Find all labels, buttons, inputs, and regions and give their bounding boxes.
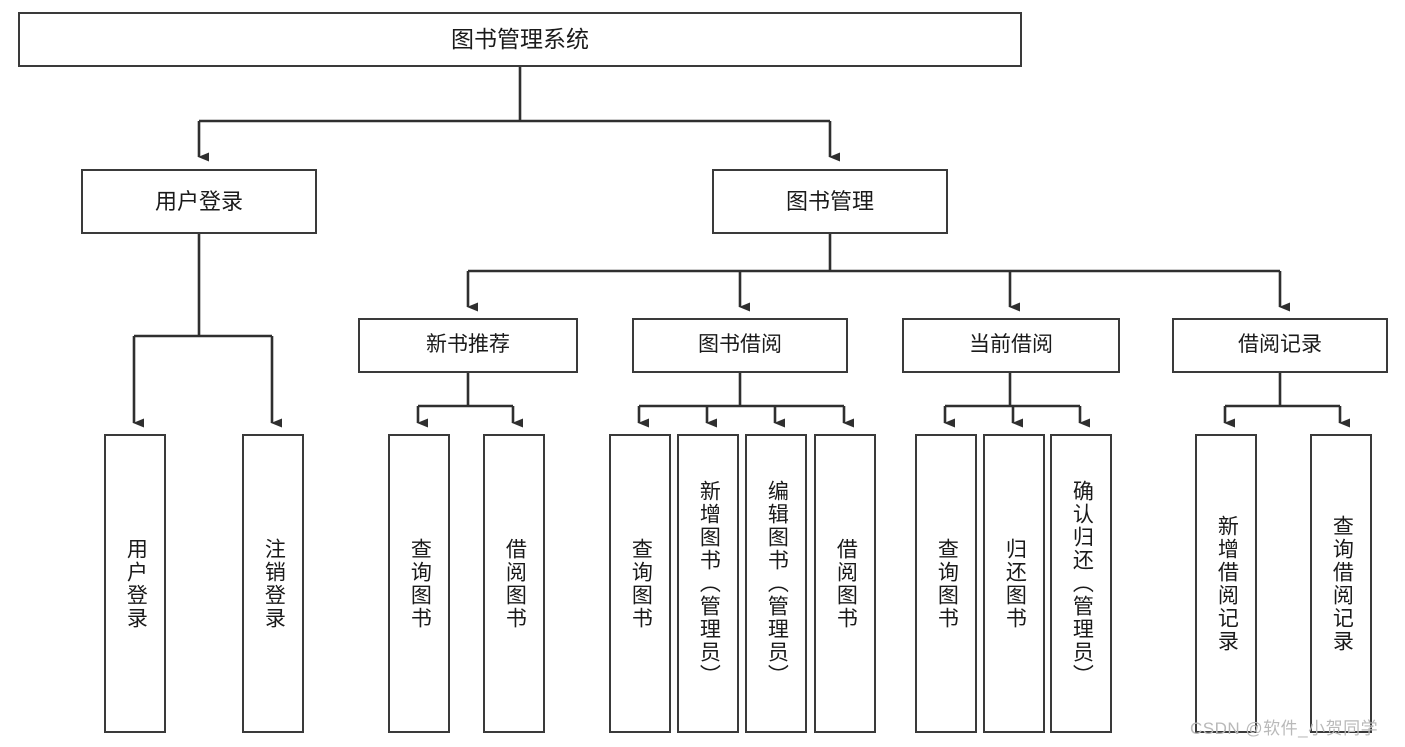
- node-user-login[interactable]: 用户登录: [81, 169, 317, 234]
- node-leaf-query-book-2-label: 查询图书: [629, 537, 653, 630]
- node-leaf-add-record-label: 新增借阅记录: [1215, 514, 1239, 653]
- watermark: CSDN @软件_小贺同学: [1190, 719, 1379, 738]
- node-leaf-query-record-label: 查询借阅记录: [1330, 514, 1354, 653]
- node-leaf-edit-book[interactable]: 编辑图书（管理员）: [745, 434, 807, 733]
- node-borrow-record-label: 借阅记录: [1238, 333, 1322, 357]
- node-leaf-query-record[interactable]: 查询借阅记录: [1310, 434, 1372, 733]
- node-leaf-confirm-return[interactable]: 确认归还（管理员）: [1050, 434, 1112, 733]
- node-leaf-edit-book-label: 编辑图书（管理员）: [765, 480, 789, 687]
- node-leaf-query-book-3-label: 查询图书: [935, 537, 959, 630]
- node-book-borrow-label: 图书借阅: [698, 333, 782, 357]
- node-leaf-add-record[interactable]: 新增借阅记录: [1195, 434, 1257, 733]
- node-leaf-confirm-return-label: 确认归还（管理员）: [1070, 480, 1094, 687]
- node-leaf-logout-login-label: 注销登录: [262, 537, 286, 630]
- node-user-login-label: 用户登录: [154, 188, 243, 214]
- node-leaf-query-book-3[interactable]: 查询图书: [915, 434, 977, 733]
- node-leaf-return-book-label: 归还图书: [1003, 537, 1027, 630]
- node-leaf-user-login-label: 用户登录: [124, 537, 148, 630]
- node-leaf-user-login[interactable]: 用户登录: [104, 434, 166, 733]
- node-current-borrow[interactable]: 当前借阅: [902, 318, 1120, 373]
- node-leaf-borrow-book-2[interactable]: 借阅图书: [814, 434, 876, 733]
- node-book-manage[interactable]: 图书管理: [712, 169, 948, 234]
- node-leaf-query-book-2[interactable]: 查询图书: [609, 434, 671, 733]
- node-root-label: 图书管理系统: [451, 25, 589, 52]
- node-leaf-query-book-1[interactable]: 查询图书: [388, 434, 450, 733]
- node-borrow-record[interactable]: 借阅记录: [1172, 318, 1388, 373]
- node-leaf-query-book-1-label: 查询图书: [408, 537, 432, 630]
- node-leaf-logout-login[interactable]: 注销登录: [242, 434, 304, 733]
- node-new-book-recommend-label: 新书推荐: [426, 333, 510, 357]
- node-leaf-borrow-book-1-label: 借阅图书: [503, 537, 527, 630]
- node-leaf-add-book-label: 新增图书（管理员）: [697, 480, 721, 687]
- node-leaf-borrow-book-2-label: 借阅图书: [834, 537, 858, 630]
- node-book-borrow[interactable]: 图书借阅: [632, 318, 848, 373]
- node-leaf-add-book[interactable]: 新增图书（管理员）: [677, 434, 739, 733]
- node-leaf-borrow-book-1[interactable]: 借阅图书: [483, 434, 545, 733]
- node-book-manage-label: 图书管理: [785, 188, 874, 214]
- node-root[interactable]: 图书管理系统: [18, 12, 1022, 67]
- node-new-book-recommend[interactable]: 新书推荐: [358, 318, 578, 373]
- node-current-borrow-label: 当前借阅: [969, 333, 1053, 357]
- node-leaf-return-book[interactable]: 归还图书: [983, 434, 1045, 733]
